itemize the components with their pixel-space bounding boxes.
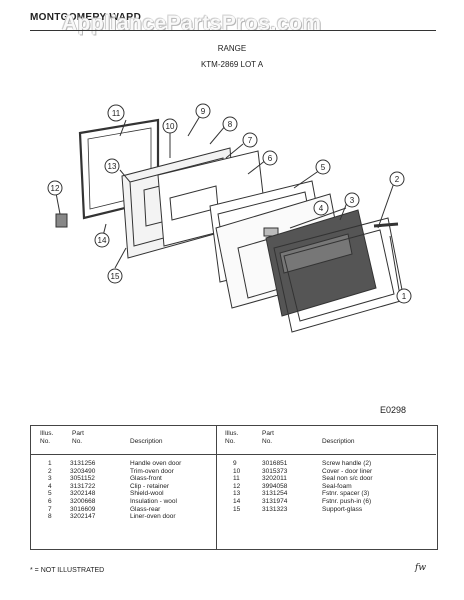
callout-13: 13	[104, 158, 120, 174]
part-seal-foam	[55, 213, 68, 228]
parts-table	[30, 425, 438, 550]
callout-9: 9	[195, 103, 211, 119]
cell-description: Cover - door liner	[322, 467, 373, 475]
callout-8: 8	[222, 116, 238, 132]
cell-part-no: 3994058	[262, 482, 288, 490]
header-illus-right: Illus.No.	[225, 430, 239, 445]
cell-illus-no: 12	[233, 482, 241, 490]
cell-part-no: 3200668	[70, 498, 96, 505]
callout-2: 2	[389, 171, 405, 187]
svg-text:9: 9	[201, 107, 206, 116]
cell-part-no: 3202147	[70, 513, 96, 521]
svg-text:15: 15	[111, 272, 120, 281]
cell-part-no: 3203490	[70, 467, 96, 475]
cell-illus-no: 10	[233, 467, 241, 475]
cell-description: Handle oven door	[130, 460, 182, 467]
cell-description: Support-glass	[322, 505, 363, 513]
callout-14: 14	[94, 232, 110, 248]
cell-description: Trim-oven door	[130, 467, 174, 475]
part-handle	[373, 222, 399, 228]
table-header-rule	[30, 454, 436, 455]
header-rule	[30, 30, 436, 31]
svg-text:14: 14	[98, 236, 107, 245]
callout-5: 5	[315, 159, 331, 175]
cell-description: Insulation - wool	[130, 498, 177, 505]
figure-code: E0298	[380, 405, 407, 415]
callout-11: 11	[107, 104, 125, 122]
cell-part-no: 3131323	[262, 505, 288, 513]
svg-text:10: 10	[166, 122, 175, 131]
exploded-diagram: 11 9 10 8 7 6 13 5 2 12 3 4 14 15 1	[47, 103, 412, 333]
cell-illus-no: 14	[233, 498, 241, 505]
cell-illus-no: 15	[233, 505, 241, 513]
cell-illus-no: 13	[233, 490, 241, 498]
cell-part-no: 3202011	[262, 475, 287, 483]
cell-description: Glass-front	[130, 475, 162, 483]
model-number: KTM-2869 LOT A	[200, 60, 264, 69]
cell-description: Liner-oven door	[130, 513, 176, 521]
callout-1: 1	[396, 288, 412, 304]
svg-text:4: 4	[319, 204, 324, 213]
callout-4: 4	[313, 200, 329, 216]
svg-text:2: 2	[395, 175, 400, 184]
cell-part-no: 3131974	[262, 498, 288, 505]
watermark: AppliancePartsPros.com	[62, 12, 322, 35]
page-subtitle: RANGE	[217, 44, 247, 53]
cell-illus-no: 2	[48, 467, 52, 475]
header-description: Description	[130, 438, 163, 445]
cell-illus-no: 7	[48, 505, 52, 513]
cell-description: Seal non s/c door	[322, 475, 373, 483]
cell-description: Seal-foam	[322, 482, 352, 490]
cell-part-no: 3016609	[70, 505, 96, 513]
svg-text:13: 13	[108, 162, 117, 171]
svg-text:3: 3	[350, 196, 355, 205]
svg-text:7: 7	[248, 136, 253, 145]
svg-text:11: 11	[112, 109, 121, 118]
cell-part-no: 3131256	[70, 460, 96, 467]
cell-part-no: 3015373	[262, 467, 288, 475]
cell-part-no: 3131722	[70, 482, 96, 490]
callout-12: 12	[47, 180, 63, 196]
callout-7: 7	[242, 132, 258, 148]
cell-illus-no: 5	[48, 490, 52, 498]
cell-description: Fstnr. spacer (3)	[322, 490, 370, 498]
cell-illus-no: 6	[48, 498, 52, 505]
cell-illus-no: 9	[233, 460, 237, 467]
cell-description: Fstnr. push-in (6)	[322, 498, 372, 505]
svg-text:8: 8	[228, 120, 233, 129]
header-description-right: Description	[322, 438, 355, 445]
cell-part-no: 3051152	[70, 475, 95, 483]
brand-name: MONTGOMERY WARD	[30, 12, 142, 23]
cell-illus-no: 4	[48, 482, 52, 490]
cell-illus-no: 1	[48, 460, 52, 467]
cell-part-no: 3131254	[262, 490, 288, 498]
callout-3: 3	[344, 192, 360, 208]
footnote: * = NOT ILLUSTRATED	[30, 567, 105, 574]
cell-description: Shield-wool	[130, 490, 164, 498]
handwritten-initials: fw	[415, 563, 427, 573]
svg-text:1: 1	[402, 292, 407, 301]
cell-illus-no: 8	[48, 513, 52, 521]
callout-15: 15	[107, 268, 123, 284]
svg-text:5: 5	[321, 163, 326, 172]
cell-illus-no: 3	[48, 475, 52, 483]
cell-part-no: 3016851	[262, 460, 288, 467]
svg-text:12: 12	[51, 184, 60, 193]
callout-6: 6	[262, 150, 278, 166]
callout-10: 10	[162, 118, 178, 134]
table-column-divider	[216, 425, 217, 549]
header-illus: Illus.No.	[40, 430, 54, 445]
cell-part-no: 3202148	[70, 490, 96, 498]
cell-description: Clip - retainer	[130, 482, 170, 490]
svg-text:6: 6	[268, 154, 273, 163]
cell-description: Screw handle (2)	[322, 460, 372, 467]
cell-description: Glass-rear	[130, 505, 161, 513]
cell-illus-no: 11	[233, 475, 240, 483]
